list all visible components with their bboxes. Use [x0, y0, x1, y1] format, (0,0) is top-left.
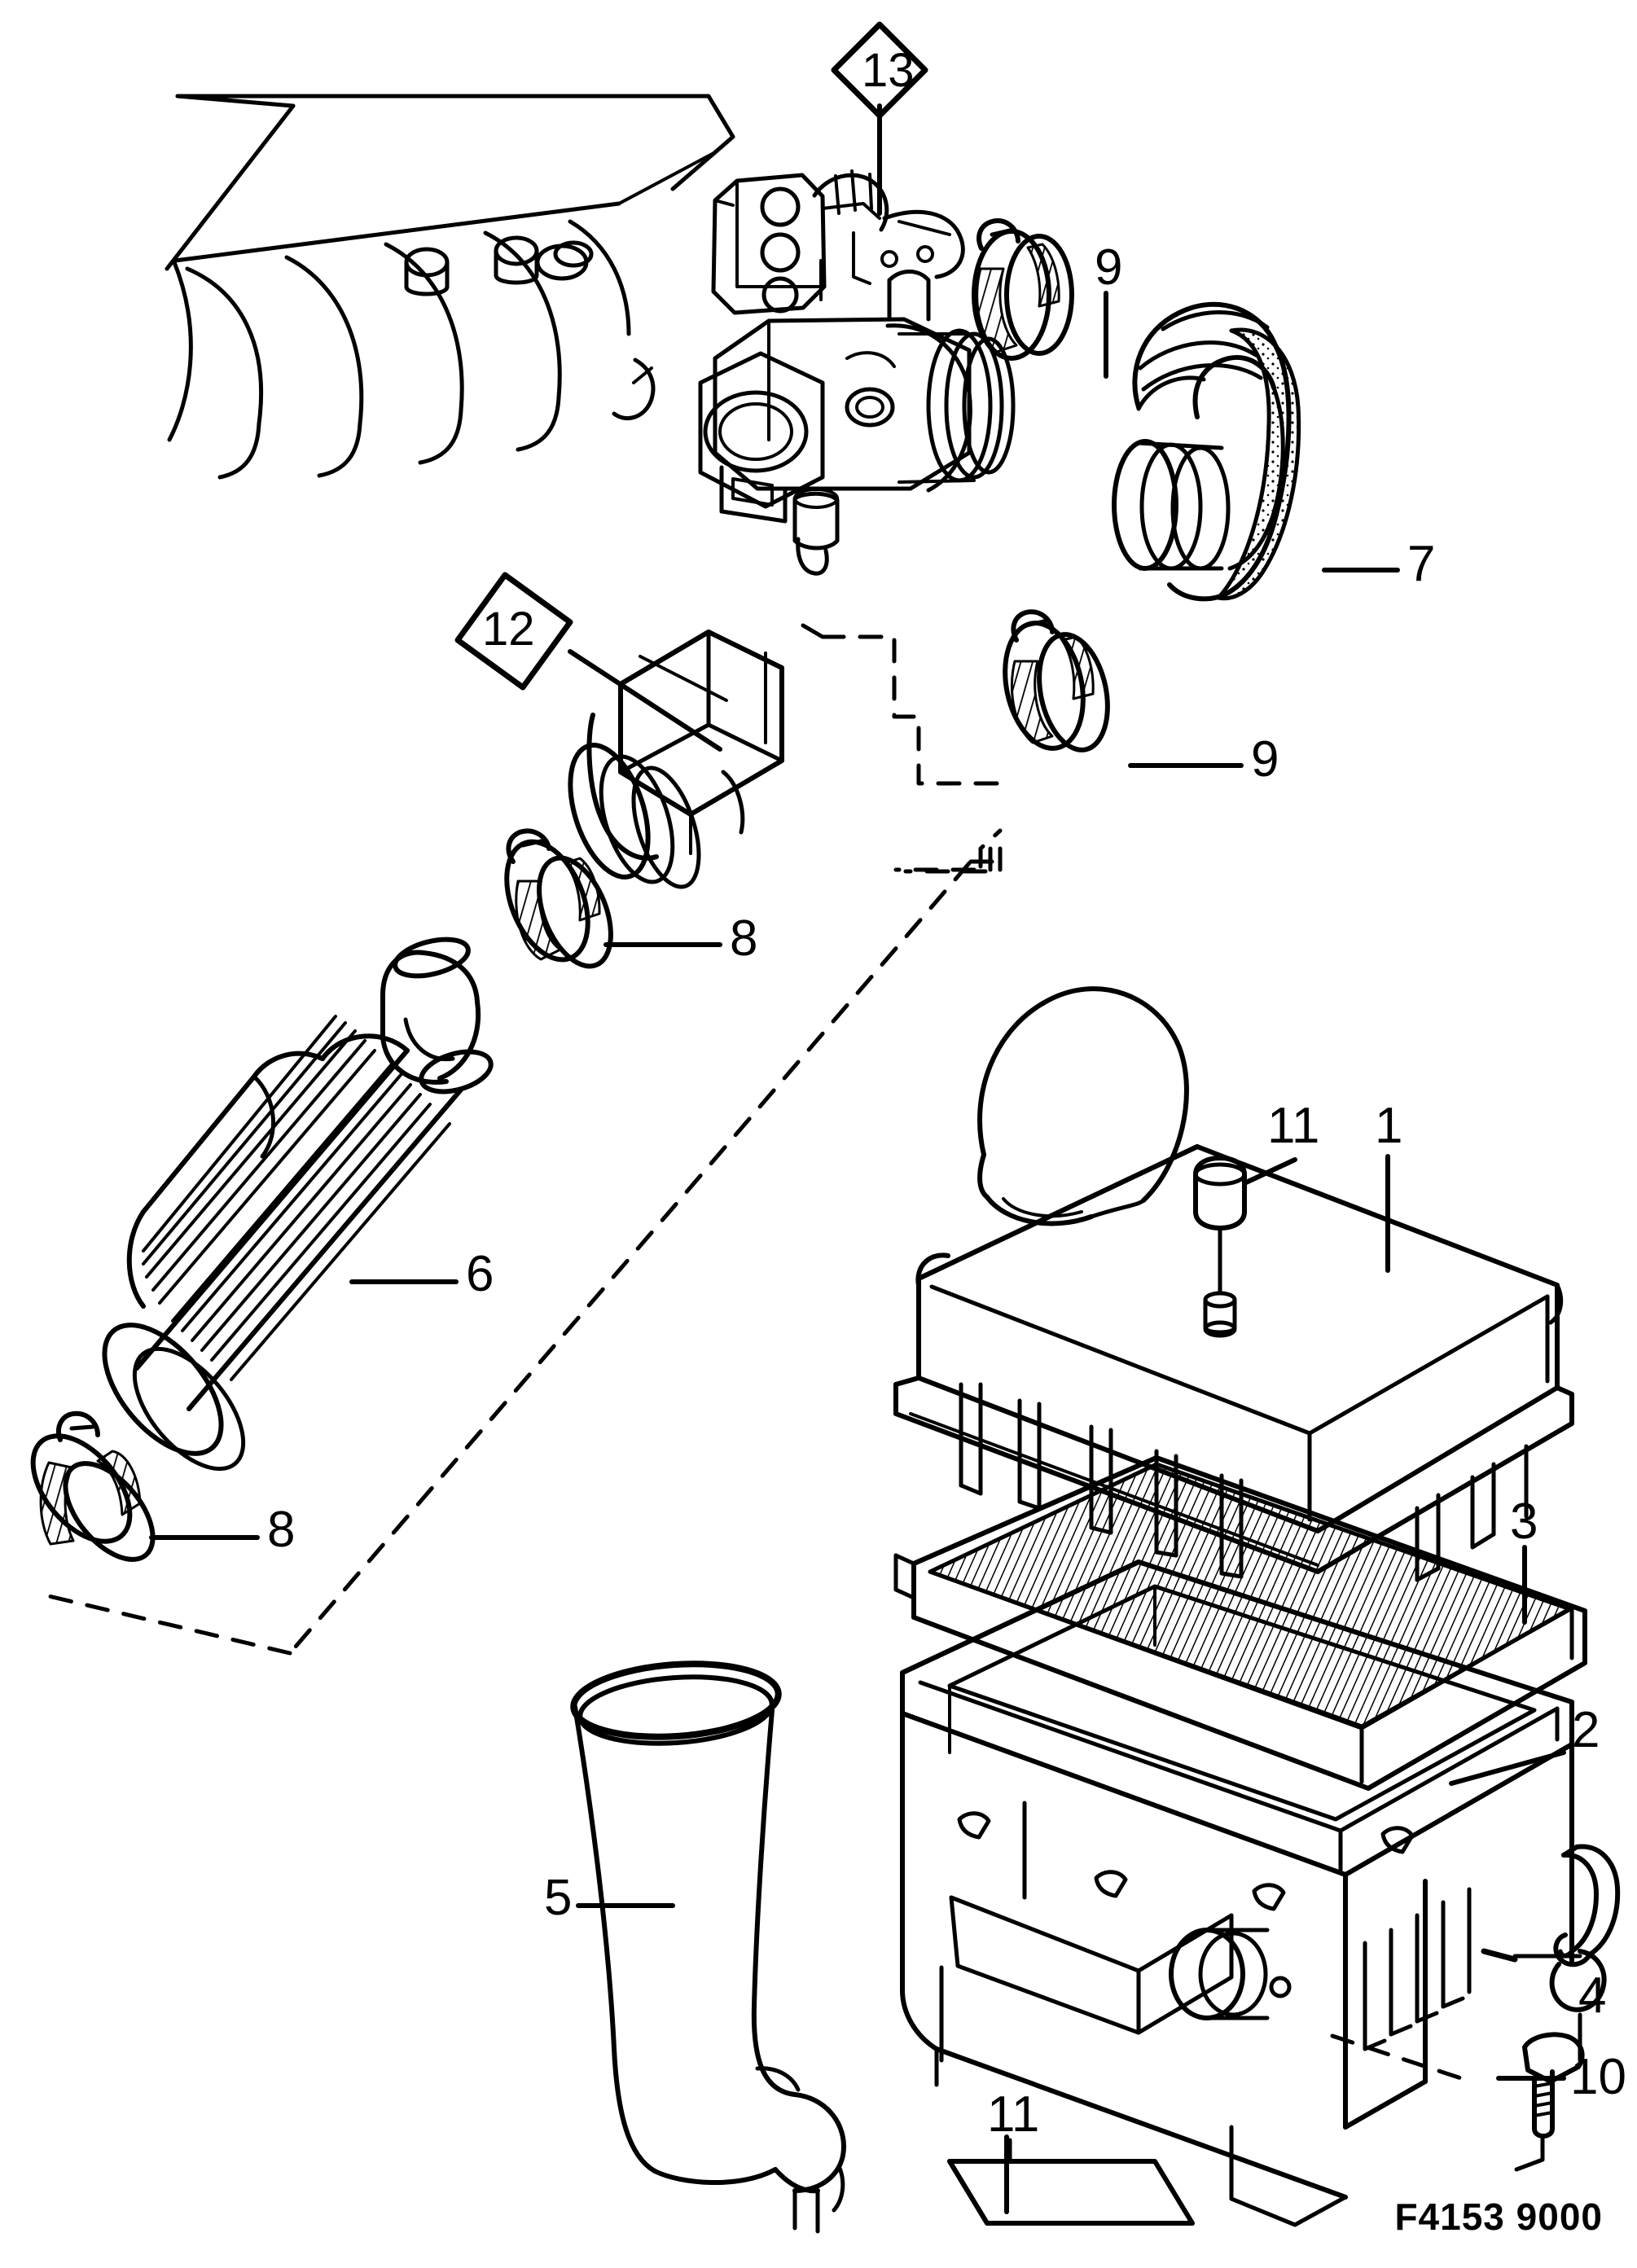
throttle-body-graphic	[698, 169, 1016, 576]
figure-reference: F4153 9000	[1394, 2196, 1603, 2238]
callout-13[interactable]: 13	[862, 44, 915, 97]
callout-11-lower[interactable]: 11	[987, 2086, 1040, 2143]
air-filter-element-3	[893, 1455, 1587, 1791]
rubber-grommet-11-upper	[1193, 1156, 1247, 1338]
callout-8-lower[interactable]: 8	[267, 1502, 296, 1558]
air-intake-duct-5	[570, 1660, 846, 2234]
callout-4[interactable]: 4	[1578, 1968, 1607, 2024]
hose-clamp-8-lower	[30, 1410, 156, 1562]
mass-air-flow-sensor-12	[568, 630, 784, 889]
callout-8-upper[interactable]: 8	[730, 910, 758, 967]
leader-lines	[149, 103, 1566, 2214]
callout-9-upper[interactable]: 9	[1095, 239, 1123, 296]
callout-9-lower[interactable]: 9	[1251, 731, 1279, 787]
retaining-bolt-10	[1514, 2032, 1585, 2172]
rubber-grommet-11-lower	[947, 2138, 1195, 2226]
hose-clamp-8-upper	[504, 828, 613, 969]
callout-6[interactable]: 6	[466, 1246, 494, 1302]
callout-10[interactable]: 10	[1570, 2049, 1626, 2105]
air-cleaner-housing-2	[900, 1560, 1574, 2227]
spring-clip-4	[1481, 1844, 1621, 2063]
air-intake-bellows-7	[1112, 301, 1301, 602]
hose-clamp-9-upper	[972, 218, 1074, 361]
callout-12[interactable]: 12	[482, 603, 535, 656]
intake-hose-6	[102, 937, 494, 1472]
hose-clamp-9-lower	[1003, 609, 1110, 752]
callout-5[interactable]: 5	[544, 1870, 573, 1926]
callout-2[interactable]: 2	[1572, 1702, 1600, 1758]
callout-11-upper[interactable]: 11	[1267, 1098, 1320, 1154]
callout-3[interactable]: 3	[1510, 1494, 1538, 1550]
intake-manifold-graphic	[165, 94, 735, 480]
callout-1[interactable]: 1	[1375, 1098, 1403, 1154]
diamond-callout-frames	[454, 21, 928, 691]
assembly-dashed-guides	[46, 623, 1468, 2082]
callout-7[interactable]: 7	[1407, 536, 1436, 592]
